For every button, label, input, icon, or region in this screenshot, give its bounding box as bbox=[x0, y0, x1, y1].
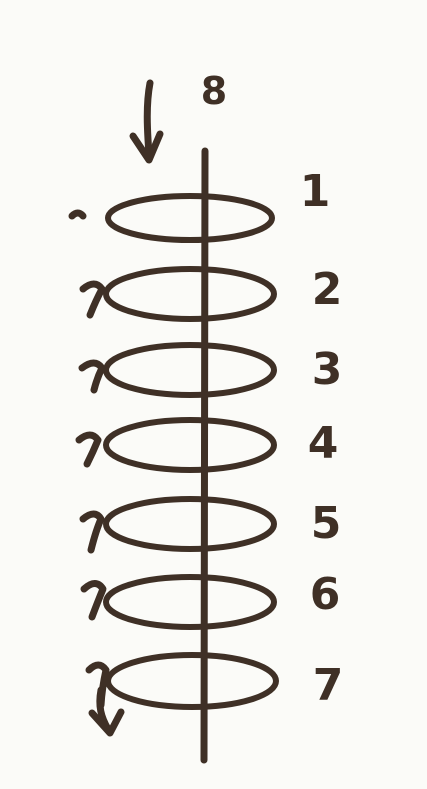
ring-number-5: 5 bbox=[311, 498, 342, 549]
ring-5: 5 bbox=[83, 498, 341, 550]
ring-1: 1 bbox=[72, 166, 330, 240]
left-mark-5 bbox=[83, 514, 101, 550]
ring-3: 3 bbox=[82, 344, 342, 395]
ring-ellipse-5 bbox=[106, 499, 274, 549]
left-mark-6 bbox=[84, 584, 103, 618]
left-mark-1 bbox=[72, 213, 83, 216]
ring-6: 6 bbox=[84, 569, 340, 627]
ring-ellipse-6 bbox=[106, 577, 274, 627]
left-mark-2 bbox=[83, 284, 102, 315]
ring-ellipse-7 bbox=[108, 655, 276, 707]
top-label: 8 bbox=[201, 69, 227, 113]
down-arrow-icon bbox=[133, 83, 160, 160]
ring-2: 2 bbox=[83, 264, 342, 319]
ring-number-4: 4 bbox=[308, 418, 339, 469]
ring-ellipse-1 bbox=[108, 196, 272, 240]
ring-number-6: 6 bbox=[310, 569, 341, 620]
ring-number-1: 1 bbox=[300, 166, 331, 217]
ring-4: 4 bbox=[79, 418, 338, 470]
ring-number-2: 2 bbox=[312, 264, 343, 315]
left-mark-4 bbox=[79, 435, 98, 464]
ring-number-3: 3 bbox=[312, 344, 343, 395]
ring-ellipse-3 bbox=[106, 345, 274, 395]
curved-down-arrow-icon bbox=[92, 690, 121, 733]
ring-ellipse-4 bbox=[106, 420, 274, 470]
left-mark-3 bbox=[82, 363, 102, 390]
ring-number-7: 7 bbox=[313, 660, 344, 711]
ring-7: 7 bbox=[89, 655, 343, 733]
ring-ellipse-2 bbox=[106, 269, 274, 319]
